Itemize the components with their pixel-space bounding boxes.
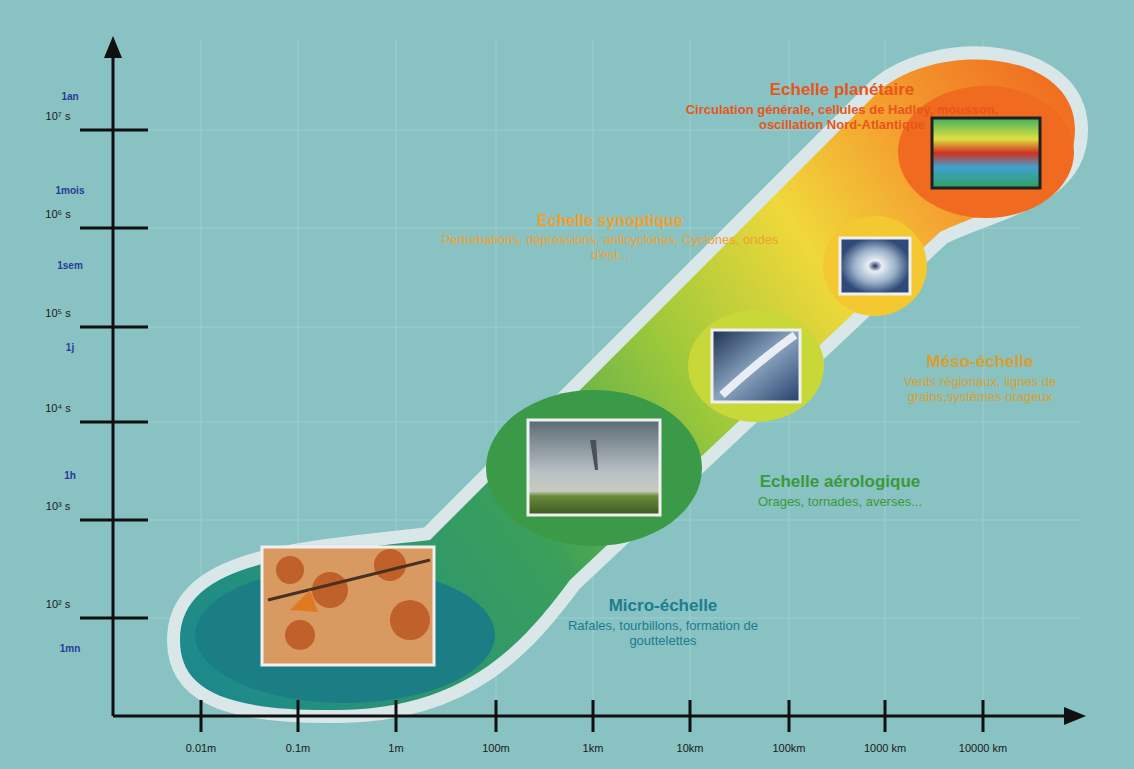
length-tick-label: 0.1m [286,742,310,754]
scale-title: Micro-échelle [548,596,778,616]
length-tick-label: 1m [388,742,403,754]
scale-examples: Circulation générale, cellules de Hadley… [672,103,1012,133]
time-tick-label: 1an [61,91,78,102]
scale-examples: Vents régionaux, lignes de grains,systèm… [860,375,1100,405]
length-tick-label: 100m [482,742,510,754]
time-tick-label: 1sem [57,260,83,271]
scale-label: Echelle synoptiquePerturbations, dépress… [440,212,780,263]
scale-examples: Orages, tornades, averses... [720,495,960,510]
scale-label: Micro-échelleRafales, tourbillons, forma… [548,596,778,649]
time-tick-label: 10⁷ s [46,110,71,122]
scale-label: Echelle planétaireCirculation générale, … [672,80,1012,133]
scale-title: Méso-échelle [860,352,1100,372]
scale-label: Echelle aérologiqueOrages, tornades, ave… [720,472,960,510]
length-tick-label: 1000 km [864,742,906,754]
time-tick-label: 10⁴ s [45,402,71,414]
time-tick-label: 10² s [46,598,70,610]
time-tick-label: 10⁵ s [45,307,70,319]
scale-title: Echelle planétaire [672,80,1012,100]
time-tick-label: 1j [66,342,74,353]
time-tick-label: 10³ s [46,500,70,512]
scale-title: Echelle synoptique [440,212,780,230]
scale-examples: Rafales, tourbillons, formation de goutt… [548,619,778,649]
length-tick-label: 10000 km [959,742,1007,754]
scale-title: Echelle aérologique [720,472,960,492]
time-tick-label: 1mois [56,185,85,196]
length-tick-label: 100km [772,742,805,754]
time-tick-label: 1h [64,470,76,481]
length-tick-label: 10km [677,742,704,754]
length-tick-label: 0.01m [186,742,217,754]
length-tick-label: 1km [583,742,604,754]
scale-examples: Perturbations, dépressions, anticyclones… [440,233,780,263]
scale-label: Méso-échelleVents régionaux, lignes de g… [860,352,1100,405]
time-tick-label: 1mn [60,643,81,654]
time-tick-label: 10⁶ s [45,208,70,220]
